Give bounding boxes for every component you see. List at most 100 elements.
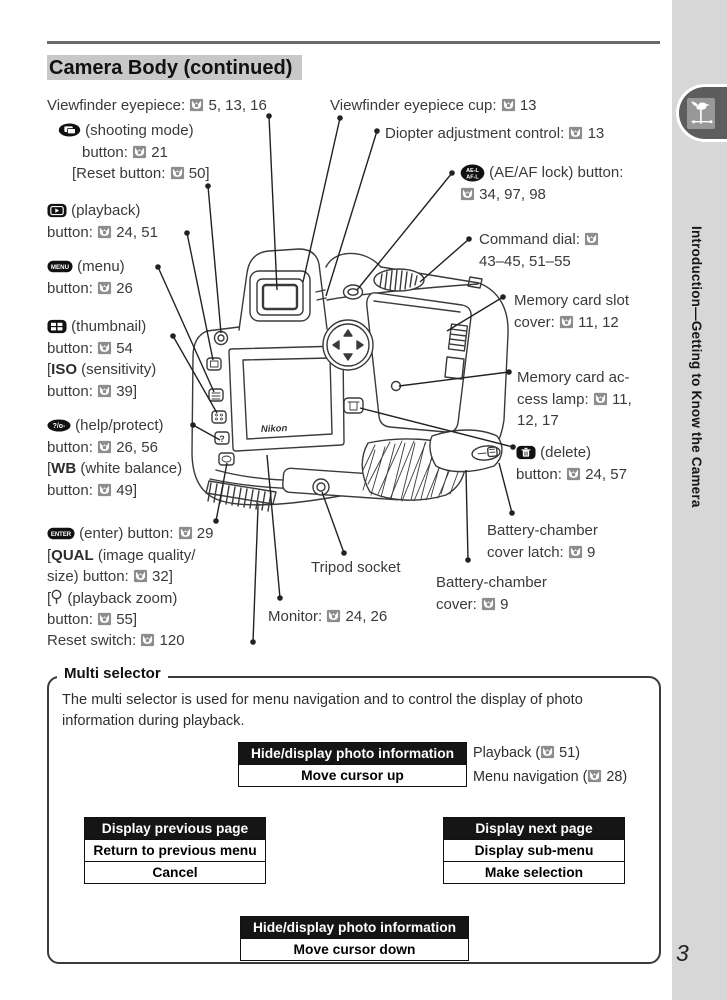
text-line: (enter) button: 29 — [47, 523, 213, 545]
text-line: button: 49] — [47, 481, 138, 499]
table-press-left: Display previous page Return to previous… — [84, 817, 266, 884]
text-line: [ (playback zoom) — [47, 589, 178, 607]
multi-selector-notes: Playback ( 51)Menu navigation ( 28) — [473, 741, 627, 789]
callout-enter-button: (enter) button: 29[QUAL (image quality/s… — [47, 523, 213, 631]
text-line: Command dial: — [479, 229, 599, 251]
table-row: Move cursor down — [241, 938, 468, 960]
page-reference-icon — [132, 145, 147, 159]
text-line: Tripod socket — [311, 559, 401, 576]
table-row: Display sub-menu — [444, 839, 624, 861]
help-protect-button-icon — [47, 419, 71, 432]
table-press-up: Hide/display photo information Move curs… — [238, 742, 467, 787]
page-reference-icon — [559, 315, 574, 329]
text-line: cess lamp: 11, — [517, 390, 632, 408]
text-line: Memory card ac- — [517, 369, 630, 386]
page-reference-icon — [140, 633, 155, 647]
text-line: button: 24, 51 — [47, 223, 158, 241]
page-reference-icon — [568, 545, 583, 559]
text-line: (delete) — [516, 442, 627, 464]
text-line: Monitor: 24, 26 — [268, 608, 388, 625]
text-line: (menu) — [47, 256, 133, 278]
camera-back-drawing: Nikon ? — [191, 248, 509, 512]
page-reference-icon — [178, 526, 193, 540]
page-reference-icon — [568, 126, 583, 140]
page-reference-icon — [326, 609, 341, 623]
text-line: (playback) — [47, 200, 158, 222]
page-reference-icon — [584, 232, 599, 246]
callout-help-protect-button: (help/protect)button: 26, 56[WB (white b… — [47, 415, 182, 501]
text-line: [ISO (sensitivity) — [47, 361, 157, 378]
page-reference-icon — [566, 467, 581, 481]
page-reference-icon — [593, 392, 608, 406]
table-row: Make selection — [444, 861, 624, 883]
menu-button-icon — [47, 260, 73, 273]
table-header: Display previous page — [85, 818, 265, 839]
text-line: (AE/AF lock) button: — [460, 162, 623, 184]
thumbnail-button-icon — [47, 319, 67, 334]
callout-tripod-socket: Tripod socket — [311, 557, 400, 579]
callout-monitor: Monitor: 24, 26 — [268, 606, 387, 628]
text-line: button: 54 — [47, 339, 133, 357]
text-line: (help/protect) — [47, 415, 182, 437]
chapter-title-vertical: Introduction—Getting to Know the Camera — [689, 226, 704, 508]
text-line: button: 55] — [47, 611, 138, 628]
table-row: Return to previous menu — [85, 839, 265, 861]
page-reference-icon — [97, 384, 112, 398]
text-line: (thumbnail) — [47, 316, 156, 338]
table-header: Display next page — [444, 818, 624, 839]
page-reference-icon — [133, 569, 148, 583]
rooster-weathervane-icon — [687, 98, 715, 129]
callout-delete-button: (delete)button: 24, 57 — [516, 442, 627, 485]
text-line: Battery-chamber — [487, 522, 598, 539]
shooting-mode-button-icon — [58, 123, 81, 137]
page-reference-icon — [97, 612, 112, 626]
text-line: [QUAL (image quality/ — [47, 546, 196, 564]
table-press-down: Hide/display photo information Move curs… — [240, 916, 469, 961]
enter-button-icon — [47, 527, 75, 540]
table-row: Cancel — [85, 861, 265, 883]
table-row: Move cursor up — [239, 764, 466, 786]
table-header: Hide/display photo information — [241, 917, 468, 938]
text-line: size) button: 32] — [47, 568, 173, 585]
page-reference-icon — [97, 483, 112, 497]
playback-button-icon — [47, 203, 67, 218]
page-reference-icon — [170, 166, 185, 180]
page-reference-icon — [481, 597, 496, 611]
text-line: Diopter adjustment control: 13 — [385, 125, 605, 142]
callout-shooting-mode-button: (shooting mode)button: 21[Reset button: … — [58, 120, 210, 185]
callout-viewfinder-eyepiece: Viewfinder eyepiece: 5, 13, 16 — [47, 95, 267, 117]
text-line: cover latch: 9 — [487, 543, 596, 561]
page-number: 3 — [676, 940, 689, 966]
callout-memory-card-access-lamp: Memory card ac-cess lamp: 11,12, 17 — [517, 367, 632, 432]
page-reference-icon — [97, 225, 112, 239]
text-line: Viewfinder eyepiece: 5, 13, 16 — [47, 97, 267, 114]
sidebar-band — [672, 0, 727, 1000]
callout-reset-switch: Reset switch: 120 — [47, 630, 185, 652]
text-line: (shooting mode) — [58, 120, 210, 142]
table-press-right: Display next page Display sub-menu Make … — [443, 817, 625, 884]
text-line: Battery-chamber — [436, 574, 547, 591]
text-line: button: 39] — [47, 382, 138, 400]
page-reference-icon — [189, 98, 204, 112]
page-reference-icon — [97, 341, 112, 355]
text-line: Reset switch: 120 — [47, 632, 185, 649]
callout-playback-button: (playback)button: 24, 51 — [47, 200, 158, 243]
text-line: 34, 97, 98 — [460, 184, 623, 206]
text-line: [WB (white balance) — [47, 460, 183, 477]
callout-thumbnail-button: (thumbnail)button: 54 [ISO (sensitivity) b… — [47, 316, 156, 402]
text-line: button: 21 — [82, 143, 168, 161]
page-reference-icon — [501, 98, 516, 112]
page-reference-icon — [587, 769, 602, 783]
callout-battery-chamber-cover-latch: Battery-chamber cover latch: 9 — [487, 520, 598, 563]
text-line: Menu navigation ( 28) — [473, 769, 628, 785]
text-line: Viewfinder eyepiece cup: 13 — [330, 97, 537, 114]
callout-menu-button: (menu)button: 26 — [47, 256, 133, 299]
table-header: Hide/display photo information — [239, 743, 466, 764]
playback-zoom-magnifier-icon — [51, 589, 63, 605]
page-title: Camera Body (continued) — [47, 55, 303, 80]
callout-leader-lines — [155, 113, 516, 645]
callout-viewfinder-eyepiece-cup: Viewfinder eyepiece cup: 13 — [330, 95, 537, 117]
text-line: cover: 9 — [436, 595, 509, 613]
page-reference-icon — [97, 440, 112, 454]
